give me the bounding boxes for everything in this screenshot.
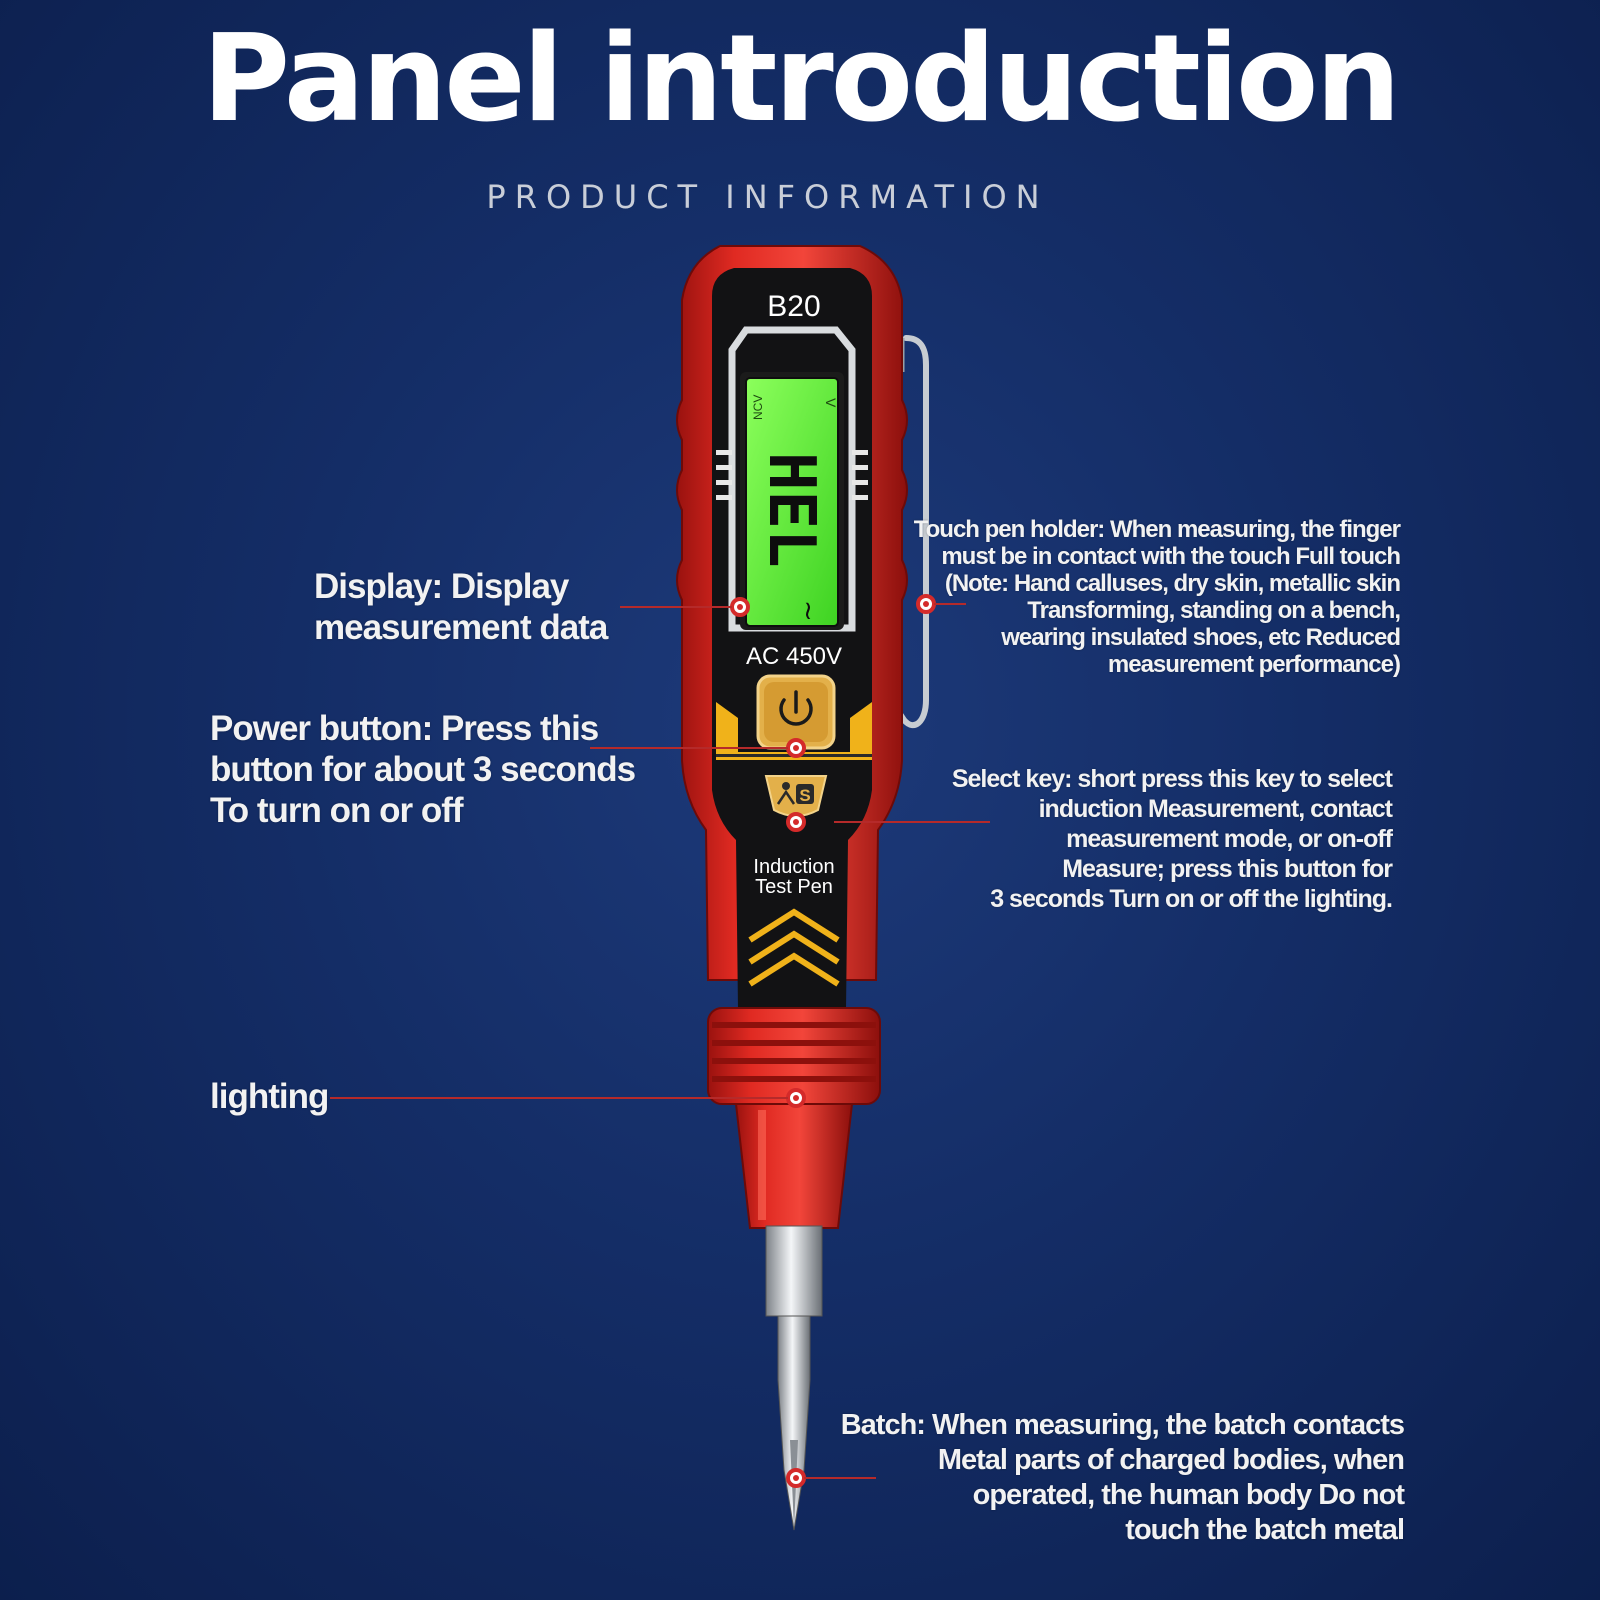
callout-display: Display: Display measurement data	[314, 566, 608, 648]
callout-batch-line: touch the batch metal	[1125, 1514, 1405, 1546]
leader-line-touch	[934, 603, 966, 605]
lcd-mode-text: NCV	[751, 395, 765, 420]
chevron-arrows-icon	[748, 908, 840, 987]
leader-line-display	[620, 606, 732, 608]
leader-line-power	[590, 747, 788, 749]
callout-batch: Batch: When measuring, the batch contact…	[800, 1408, 1405, 1548]
callout-select-line: 3 seconds Turn on or off the lighting.	[990, 885, 1393, 913]
callout-display-line: measurement data	[314, 608, 608, 647]
callout-touch-line: measurement performance)	[1107, 651, 1401, 678]
callout-touch: Touch pen holder: When measuring, the fi…	[900, 516, 1401, 678]
ribbed-collar	[707, 1007, 881, 1105]
pen-nose	[734, 1103, 854, 1229]
page-subtitle: PRODUCT INFORMATION	[486, 178, 1049, 216]
user-select-icon	[776, 782, 796, 805]
pocket-clip	[897, 335, 929, 729]
leader-line-select	[834, 821, 990, 823]
callout-touch-line: Transforming, standing on a bench,	[1027, 597, 1401, 624]
select-key[interactable]: S	[764, 775, 828, 817]
page-title: Panel introduction	[202, 10, 1401, 149]
lcd-unit-text: V	[823, 398, 839, 408]
callout-select-line: measurement mode, or on-off	[1066, 825, 1393, 853]
callout-select-line: Measure; press this button for	[1062, 855, 1393, 883]
callout-power: Power button: Press this button for abou…	[210, 708, 636, 831]
callout-batch-line: Batch: When measuring, the batch contact…	[840, 1409, 1405, 1441]
power-button[interactable]	[756, 674, 836, 750]
callout-touch-line: (Note: Hand calluses, dry skin, metallic…	[944, 570, 1401, 597]
callout-touch-line: must be in contact with the touch Full t…	[941, 543, 1401, 570]
callout-select-line: Select key: short press this key to sele…	[951, 765, 1393, 793]
callout-lighting: lighting	[210, 1076, 329, 1117]
callout-touch-line: wearing insulated shoes, etc Reduced	[1001, 624, 1401, 651]
callout-select-line: induction Measurement, contact	[1038, 795, 1393, 823]
callout-lighting-line: lighting	[210, 1077, 329, 1116]
lcd-reading: HEL	[754, 452, 828, 568]
metal-ferrule	[765, 1225, 823, 1317]
callout-power-line: Power button: Press this	[210, 709, 599, 748]
product-name-line2: Test Pen	[755, 876, 833, 898]
callout-display-line: Display: Display	[314, 567, 569, 606]
power-icon	[779, 690, 813, 726]
product-name-line1: Induction	[753, 856, 834, 878]
callout-power-line: button for about 3 seconds	[210, 750, 636, 789]
side-stripes	[716, 450, 868, 500]
select-key-glyph: S	[799, 786, 810, 805]
callout-select: Select key: short press this key to sele…	[900, 764, 1393, 914]
callout-batch-line: operated, the human body Do not	[972, 1479, 1405, 1511]
leader-line-lighting	[330, 1097, 788, 1099]
callout-power-line: To turn on or off	[210, 791, 464, 830]
callout-touch-line: Touch pen holder: When measuring, the fi…	[913, 516, 1401, 543]
model-label: B20	[767, 290, 820, 323]
callout-batch-line: Metal parts of charged bodies, when	[937, 1444, 1405, 1476]
lcd-screen	[745, 377, 839, 627]
lcd-wave: ~	[793, 600, 823, 622]
rating-label: AC 450V	[746, 643, 842, 670]
leader-line-batch	[804, 1477, 876, 1479]
